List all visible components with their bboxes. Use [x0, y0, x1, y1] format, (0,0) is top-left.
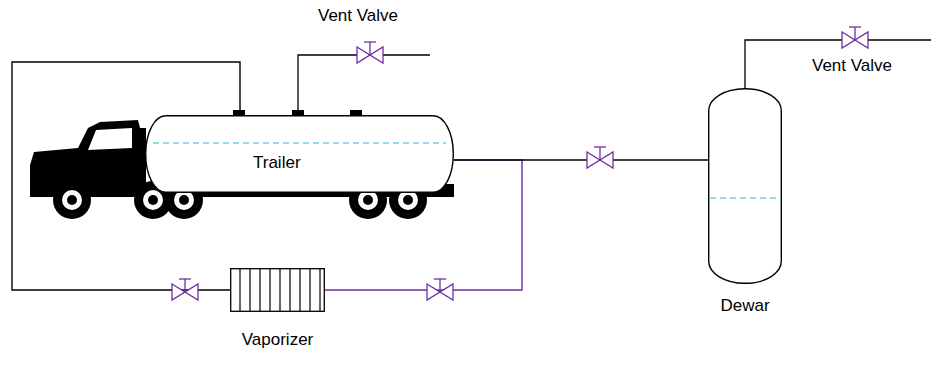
nozzle [233, 110, 245, 115]
vent-line [298, 55, 430, 112]
node-label: Vaporizer [242, 330, 314, 350]
wheel-rim [398, 190, 418, 210]
wheel [53, 181, 91, 219]
wheel-hub [403, 195, 413, 205]
vaporizer-box-outline [230, 268, 325, 312]
wheel-rim [62, 190, 82, 210]
wheel-hub [363, 195, 373, 205]
valve-symbol [587, 147, 613, 168]
node-label: Dewar [720, 296, 769, 316]
wheel-hub [148, 195, 158, 205]
vaporizer-box: Vaporizer [230, 268, 325, 312]
wheel-hub [67, 195, 77, 205]
pipe-line [454, 159, 708, 160]
valve-label: Vent Valve [812, 56, 892, 76]
nozzle [350, 110, 362, 115]
wheel-hub [179, 195, 189, 205]
wheel-rim [174, 190, 194, 210]
valves [172, 27, 868, 300]
valve-symbol [172, 279, 198, 300]
valve-symbol [427, 279, 453, 300]
wheel-rim [358, 190, 378, 210]
node-label: Trailer [253, 153, 301, 173]
trailer-tank: Trailer [145, 115, 454, 193]
dewar-vessel-outline [708, 88, 782, 284]
wheel-rim [143, 190, 163, 210]
vent-line [745, 40, 931, 90]
valve-symbol [357, 42, 383, 63]
dewar-vessel: Dewar [708, 88, 782, 284]
cab-window [88, 128, 132, 150]
valve-symbol [842, 27, 868, 48]
valve-label: Vent Valve [318, 6, 398, 26]
